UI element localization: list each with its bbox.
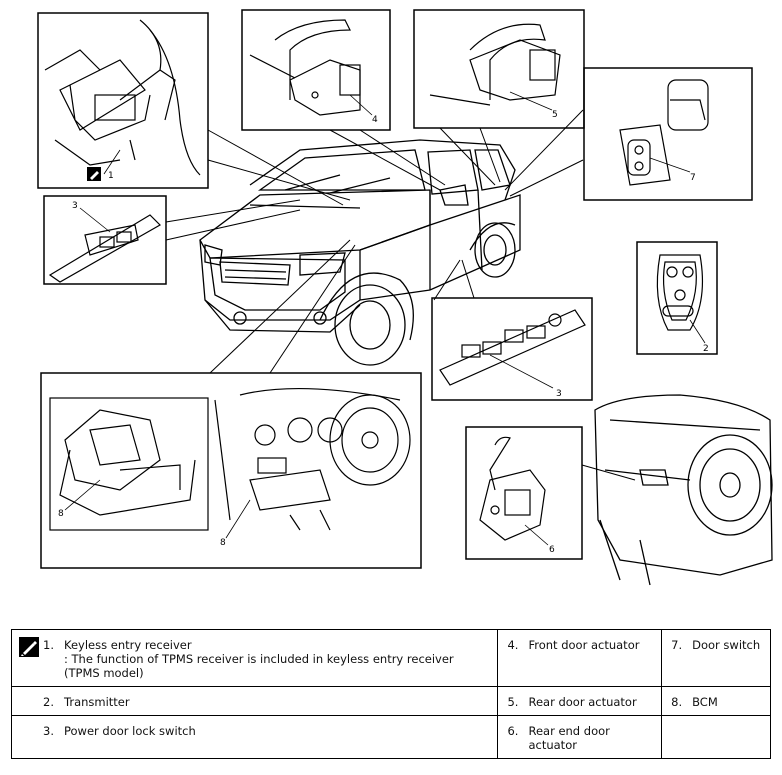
inset-bcm-dashboard: 8 8	[40, 372, 422, 569]
legend-row: 1. Keyless entry receiver : The function…	[10, 629, 771, 687]
legend-title: Transmitter	[64, 695, 130, 709]
callout-3-right: 3	[556, 389, 562, 399]
legend-note: : The function of TPMS receiver is inclu…	[64, 652, 454, 680]
callout-8-dashboard: 8	[220, 538, 226, 548]
legend-item-4: 4. Front door actuator	[497, 629, 663, 687]
callout-1: 1	[108, 171, 114, 181]
inset-keyless-entry-receiver: 1	[37, 12, 209, 189]
inset-door-switch: 7	[583, 67, 753, 201]
callout-6: 6	[549, 545, 555, 555]
callout-5: 5	[552, 110, 558, 120]
legend-number: 4.	[507, 638, 519, 652]
legend-row: 3. Power door lock switch 6. Rear end do…	[10, 715, 771, 759]
legend-item-empty	[661, 715, 771, 759]
inset-power-door-lock-switch-right: 3	[431, 297, 593, 401]
inset-power-door-lock-switch-left: 3	[43, 195, 167, 285]
legend-number: 8.	[671, 695, 683, 709]
vehicle-illustration	[199, 139, 521, 366]
vehicle-rear-illustration	[594, 394, 773, 586]
leader-lines	[165, 109, 636, 481]
legend-item-7: 7. Door switch	[661, 629, 771, 687]
legend-title: Front door actuator	[528, 638, 640, 652]
callout-2: 2	[703, 344, 709, 354]
inset-rear-door-actuator: 5	[413, 9, 585, 129]
legend-number: 5.	[507, 695, 519, 709]
legend-item-2: 2. Transmitter	[10, 686, 499, 716]
caution-note-icon	[18, 637, 40, 680]
legend-item-8: 8. BCM	[661, 686, 771, 716]
legend-item-6: 6. Rear end door actuator	[497, 715, 663, 759]
legend-number: 2.	[43, 695, 54, 709]
legend-title: Rear door actuator	[528, 695, 637, 709]
legend-title: Rear end door actuator	[528, 724, 610, 752]
inset-transmitter: 2	[636, 241, 718, 355]
inset-rear-end-door-actuator: 6	[465, 426, 583, 560]
legend-item-1: 1. Keyless entry receiver : The function…	[10, 629, 499, 687]
legend-title: Keyless entry receiver	[64, 638, 192, 652]
component-location-diagram: 1 4 5	[37, 9, 773, 586]
legend-item-5: 5. Rear door actuator	[497, 686, 663, 716]
callout-3-left: 3	[72, 201, 78, 211]
component-legend-table: 1. Keyless entry receiver : The function…	[10, 629, 771, 759]
legend-row: 2. Transmitter 5. Rear door actuator 8. …	[10, 686, 771, 716]
legend-number: 7.	[671, 638, 683, 652]
callout-4: 4	[372, 115, 378, 125]
callout-7: 7	[690, 173, 696, 183]
inset-front-door-actuator: 4	[241, 9, 391, 131]
legend-number: 1.	[43, 638, 54, 652]
legend-title: BCM	[692, 695, 718, 709]
legend-number: 6.	[507, 724, 519, 738]
legend-title: Power door lock switch	[64, 724, 196, 738]
callout-8-closeup: 8	[58, 509, 64, 519]
legend-title: Door switch	[692, 638, 761, 652]
legend-item-3: 3. Power door lock switch	[10, 715, 499, 759]
legend-number: 3.	[43, 724, 54, 738]
